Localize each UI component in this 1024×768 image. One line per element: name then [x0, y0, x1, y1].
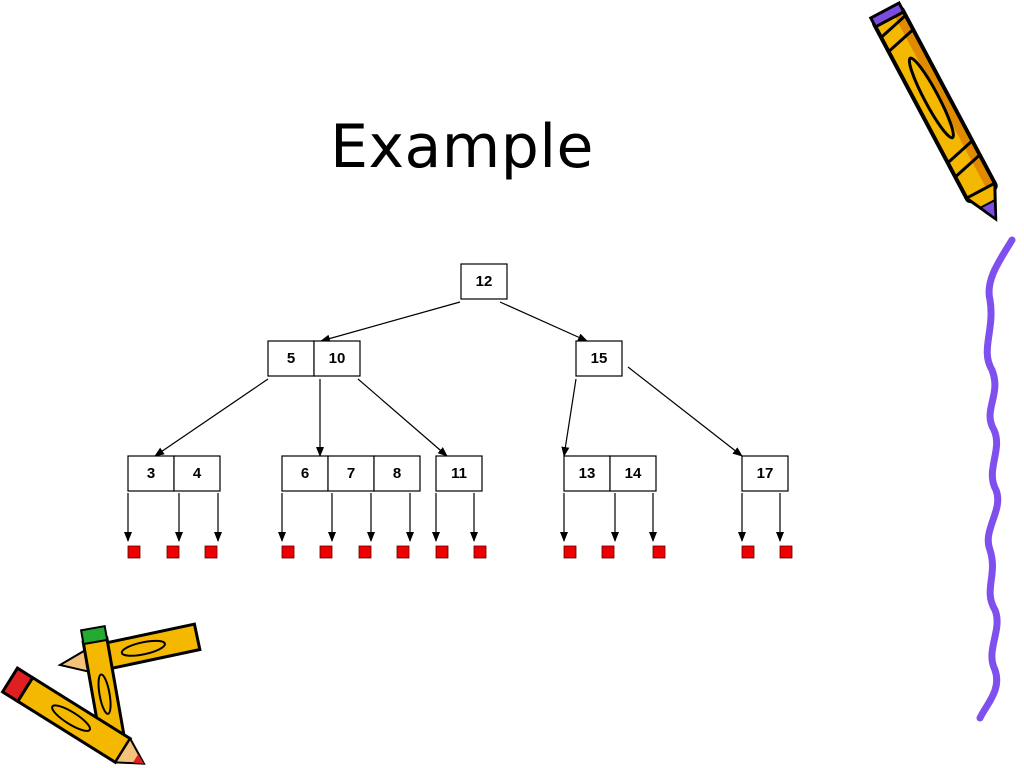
squiggle-line [976, 236, 1016, 722]
key-label: 7 [347, 465, 355, 482]
edge-15-to-13-14 [561, 378, 577, 457]
key-label: 14 [625, 465, 642, 482]
leaf-square [779, 545, 793, 559]
slide-title: Example [330, 112, 594, 182]
leaf-square [166, 545, 180, 559]
key-label: 8 [393, 465, 401, 482]
leaf-square [281, 545, 295, 559]
leaf-square [396, 545, 410, 559]
node-5-10 [267, 340, 361, 377]
key-label: 6 [301, 465, 309, 482]
key-label: 13 [579, 465, 596, 482]
edge-15-to-17 [627, 366, 743, 457]
key-label: 5 [287, 350, 295, 367]
leaf-square [204, 545, 218, 559]
key-label: 3 [147, 465, 155, 482]
tree-edges [124, 301, 784, 542]
tree-keys: 12 5 10 15 3 4 6 7 8 11 13 14 17 [147, 273, 774, 482]
root-node [460, 263, 508, 300]
leaf-square [435, 545, 449, 559]
leaf-square [473, 545, 487, 559]
leaf-square [741, 545, 755, 559]
leaf-square [563, 545, 577, 559]
key-label: 12 [476, 273, 493, 290]
pencil-icon [868, 0, 998, 222]
key-label: 10 [329, 350, 346, 367]
key-label: 15 [591, 350, 608, 367]
node-11 [435, 455, 483, 492]
leaf-markers [127, 545, 793, 559]
leaf-square [601, 545, 615, 559]
key-label: 4 [193, 465, 202, 482]
edge-5-10-to-11 [357, 378, 448, 457]
leaf-square [319, 545, 333, 559]
node-3-4 [127, 455, 221, 492]
node-6-7-8 [281, 455, 421, 492]
edge-5-10-to-3-4 [154, 378, 269, 457]
node-17 [741, 455, 789, 492]
edge-root-right [499, 301, 588, 342]
key-label: 11 [451, 465, 467, 482]
edge-root-left [320, 301, 461, 343]
node-13-14 [563, 455, 657, 492]
crossed-pencils-icon [0, 622, 202, 765]
leaf-square [358, 545, 372, 559]
node-15 [575, 340, 623, 377]
key-label: 17 [757, 465, 774, 482]
leaf-square [127, 545, 141, 559]
tree-nodes [127, 263, 789, 492]
leaf-square [652, 545, 666, 559]
